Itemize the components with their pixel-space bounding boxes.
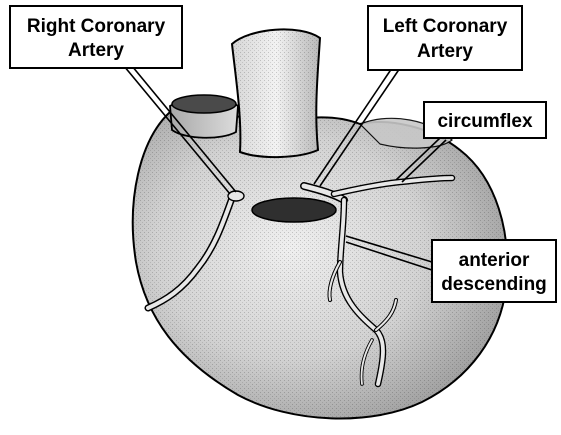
label-circumflex: circumflex <box>424 102 546 138</box>
heart-illustration <box>133 29 507 418</box>
label-left-coronary-artery: Left Coronary Artery <box>368 6 522 70</box>
label-left-coronary-line1: Left Coronary <box>383 16 508 37</box>
label-anterior-line2: descending <box>441 274 547 295</box>
label-anterior-line1: anterior <box>459 250 530 271</box>
pulmonary-opening <box>252 198 336 222</box>
vena-cava-opening <box>172 95 236 113</box>
label-left-coronary-line2: Artery <box>417 41 473 62</box>
label-right-coronary-artery: Right Coronary Artery <box>10 6 182 68</box>
label-right-coronary-line1: Right Coronary <box>27 16 166 37</box>
label-circumflex-text: circumflex <box>437 111 532 132</box>
label-anterior-descending: anterior descending <box>432 240 556 302</box>
label-right-coronary-line2: Artery <box>68 40 124 61</box>
